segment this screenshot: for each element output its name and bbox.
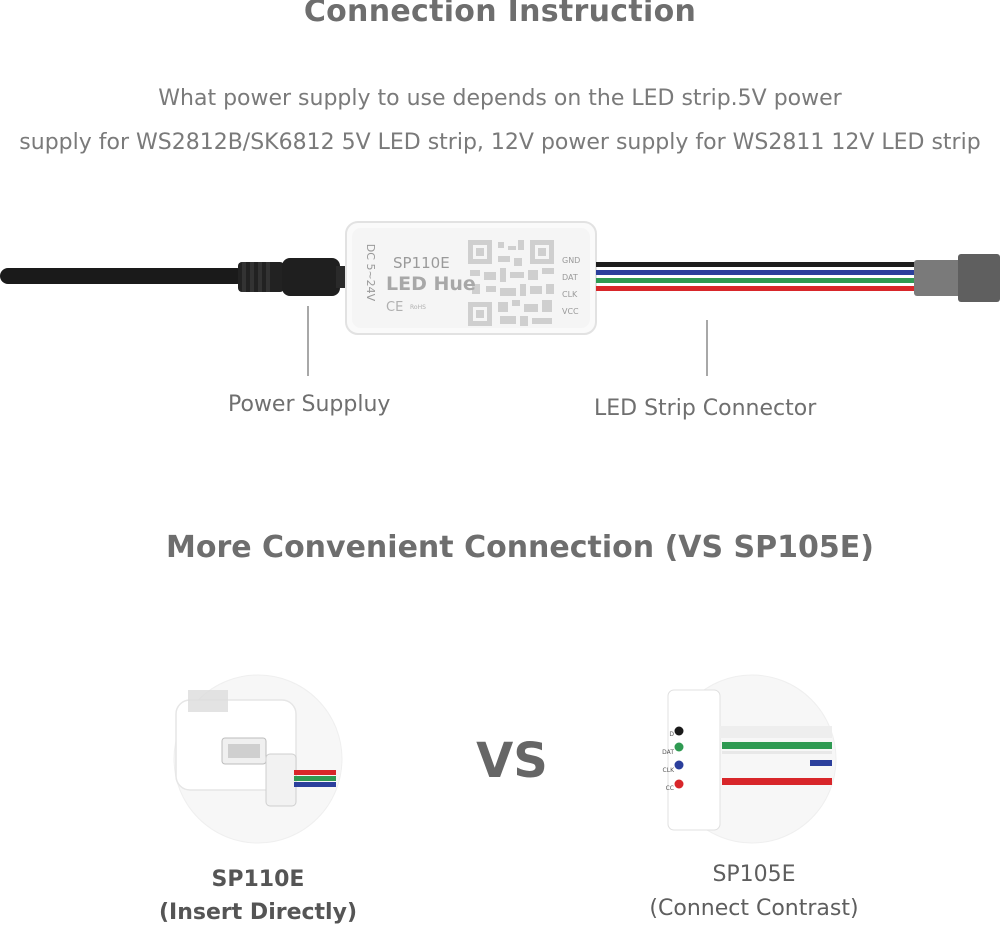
- pin-label: DAT: [662, 749, 674, 756]
- power-supply-label: Power Suppluy: [228, 392, 391, 417]
- connection-instruction-title: Connection Instruction: [303, 0, 697, 29]
- sp105e-pin-labels: D DAT CLK CC: [656, 726, 674, 798]
- led-wires: [596, 262, 922, 291]
- pin-label: CLK: [562, 290, 578, 299]
- sp105e-note: (Connect Contrast): [649, 896, 859, 921]
- led-strip-connector-label: LED Strip Connector: [594, 396, 817, 421]
- rohs-mark: RoHS: [410, 304, 426, 311]
- comparison-title: More Convenient Connection (VS SP105E): [166, 530, 874, 565]
- pin-label: D: [669, 731, 674, 738]
- power-cable: [0, 268, 245, 284]
- power-supply-description-line-1: What power supply to use depends on the …: [158, 86, 842, 111]
- sp110e-closeup: [173, 674, 343, 844]
- sp105e-name: SP105E: [712, 862, 796, 887]
- pin-label: CLK: [662, 767, 674, 774]
- strip-connector: [914, 254, 1000, 302]
- device-brand-text: LED Hue: [386, 273, 476, 295]
- dc-plug: [238, 258, 350, 296]
- pin-label: VCC: [562, 307, 579, 316]
- sp110e-note: (Insert Directly): [158, 900, 357, 925]
- sp105e-closeup: [667, 674, 837, 844]
- power-supply-description-line-2: supply for WS2812B/SK6812 5V LED strip, …: [19, 130, 981, 155]
- input-rating-text: DC 5~24V: [364, 243, 378, 302]
- sp110e-name: SP110E: [211, 867, 305, 892]
- pin-label: GND: [562, 256, 581, 265]
- pin-labels: GND DAT CLK VCC: [562, 252, 580, 320]
- ce-mark: CE: [386, 300, 404, 315]
- pin-label: CC: [665, 785, 674, 792]
- device-model-text: SP110E: [393, 254, 450, 272]
- pin-label: DAT: [562, 273, 578, 282]
- qr-code: [466, 238, 556, 328]
- vs-label: VS: [476, 733, 548, 789]
